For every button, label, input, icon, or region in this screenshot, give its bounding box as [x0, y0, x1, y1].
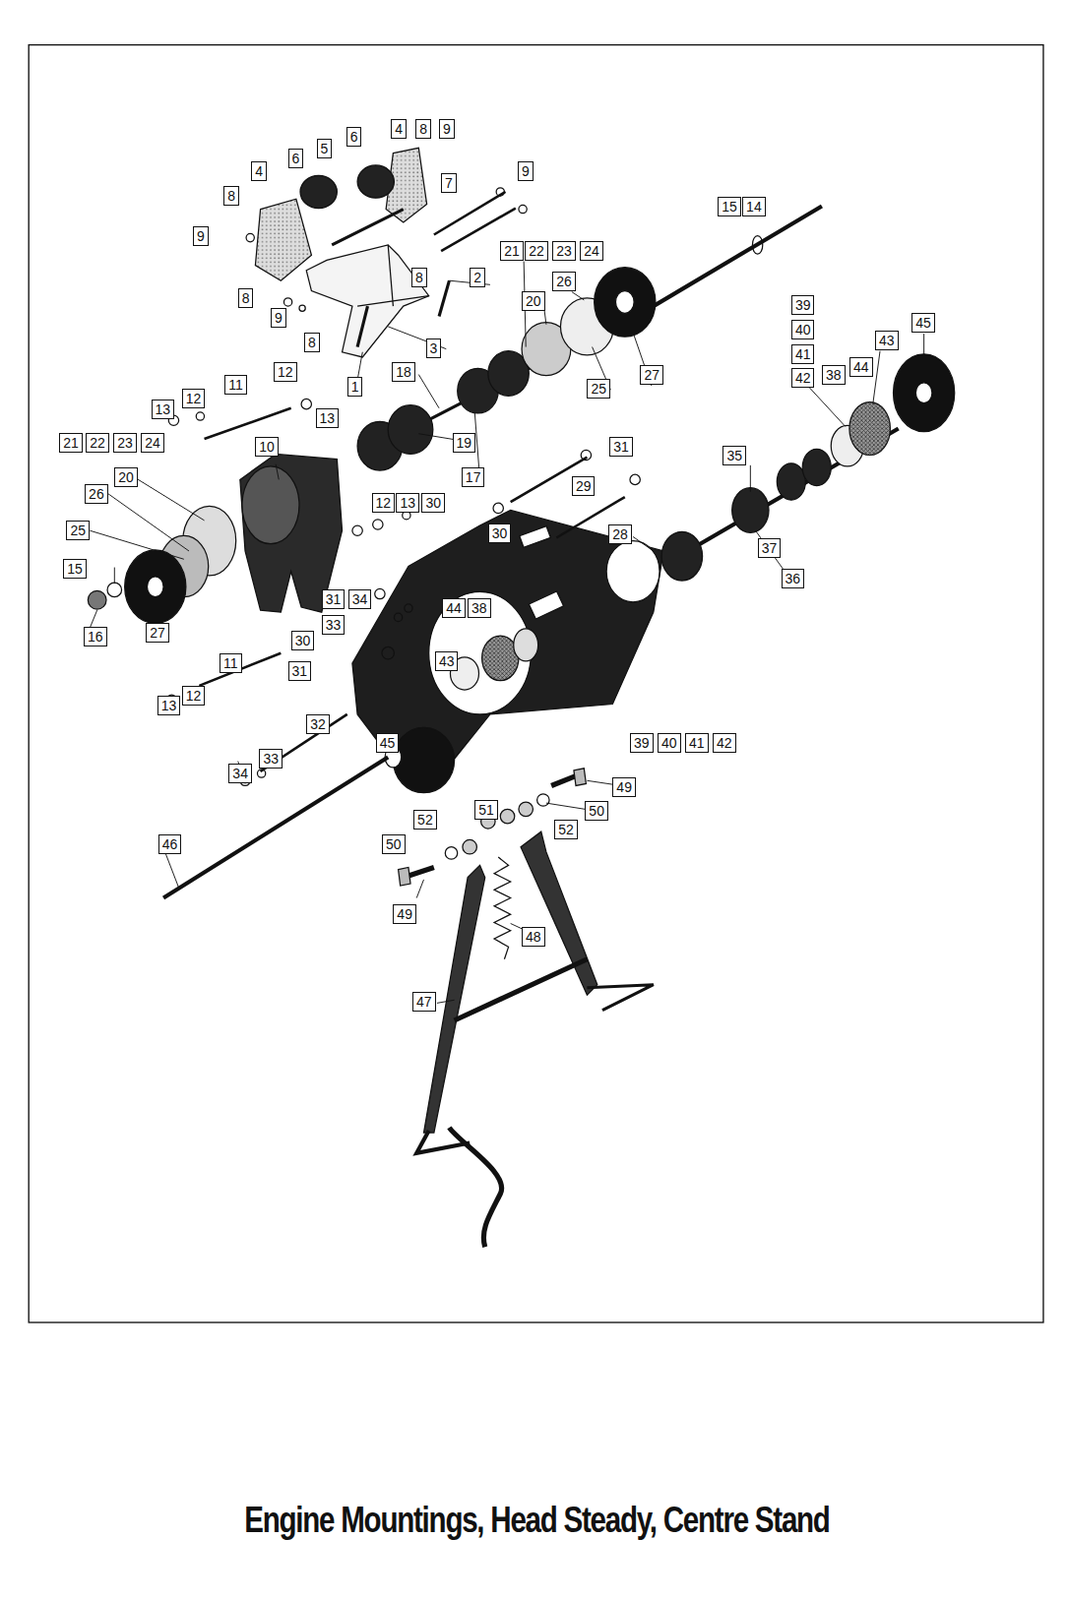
callout-number: 26: [84, 484, 109, 504]
callout-number: 22: [524, 241, 549, 261]
callout-number: 49: [392, 904, 417, 925]
callout-number: 38: [821, 365, 846, 385]
callout-number: 29: [571, 476, 596, 497]
callout-number: 42: [712, 733, 737, 754]
callout-number: 16: [83, 627, 108, 647]
callout-number: 13: [151, 399, 176, 420]
callout-number: 39: [791, 295, 816, 315]
callout-number: 50: [381, 834, 406, 855]
callout-number: 19: [452, 433, 477, 453]
callout-number: 8: [223, 186, 240, 206]
callout-number: 12: [273, 362, 298, 382]
parts: [87, 147, 954, 1248]
callout-number: 13: [315, 408, 340, 429]
callout-number: 30: [488, 523, 512, 544]
callout-number: 12: [182, 388, 206, 409]
callout-number: 9: [270, 308, 287, 328]
callout-number: 52: [413, 810, 438, 830]
callout-number: 22: [85, 433, 110, 453]
callout-number: 15: [717, 196, 742, 217]
callout-number: 18: [391, 362, 416, 382]
callout-number: 21: [59, 433, 83, 453]
callout-number: 25: [586, 378, 611, 399]
callout-number: 37: [757, 538, 782, 559]
callout-number: 50: [584, 801, 609, 821]
callout-number: 52: [554, 819, 578, 840]
callout-number: 10: [254, 437, 279, 457]
callout-number: 13: [157, 695, 182, 716]
callout-number: 44: [849, 357, 874, 377]
callout-number: 32: [306, 714, 330, 735]
callout-number: 23: [552, 241, 576, 261]
callout-number: 21: [500, 241, 524, 261]
callout-number: 9: [439, 119, 455, 139]
callout-number: 20: [114, 467, 138, 488]
callout-number: 42: [791, 368, 816, 388]
callout-number: 35: [722, 445, 747, 466]
callout-number: 14: [742, 196, 766, 217]
callout-number: 33: [321, 615, 346, 635]
callout-number: 40: [657, 733, 682, 754]
callout-number: 11: [219, 653, 243, 674]
callout-number: 34: [228, 763, 252, 784]
callout-number: 31: [288, 661, 313, 682]
callout-number: 9: [192, 226, 209, 247]
callout-number: 46: [158, 834, 183, 855]
callout-number: 20: [521, 291, 546, 312]
callout-number: 5: [316, 138, 333, 159]
leader-lines: [87, 260, 924, 1004]
callout-number: 4: [251, 161, 267, 182]
callout-number: 51: [474, 800, 499, 820]
callout-number: 24: [140, 433, 165, 453]
callout-number: 43: [435, 651, 459, 672]
callout-number: 13: [395, 493, 420, 513]
callout-number: 48: [521, 927, 546, 947]
callout-number: 34: [348, 589, 373, 610]
callout-number: 17: [461, 467, 486, 488]
callout-number: 27: [639, 365, 664, 385]
callout-number: 38: [467, 598, 492, 619]
callout-number: 40: [791, 319, 816, 340]
callout-number: 12: [372, 493, 396, 513]
callout-number: 36: [781, 568, 806, 589]
callout-number: 23: [113, 433, 137, 453]
callout-number: 43: [875, 330, 899, 351]
callout-number: 24: [579, 241, 604, 261]
callout-number: 27: [145, 623, 170, 643]
callout-number: 4: [390, 119, 407, 139]
callout-number: 3: [426, 338, 442, 359]
callout-number: 2: [469, 267, 486, 288]
callout-number: 31: [321, 589, 346, 610]
callout-number: 1: [347, 376, 364, 397]
callout-number: 39: [629, 733, 654, 754]
callout-number: 45: [911, 313, 936, 333]
callout-number: 31: [609, 437, 633, 457]
callout-number: 45: [376, 733, 400, 754]
callout-number: 11: [224, 375, 248, 395]
callout-number: 28: [608, 524, 632, 545]
callout-number: 47: [412, 992, 437, 1012]
callout-number: 6: [288, 148, 305, 169]
callout-number: 30: [291, 630, 315, 651]
callout-number: 12: [182, 686, 206, 706]
callout-number: 8: [304, 332, 320, 353]
frame: [28, 45, 1044, 1323]
callout-number: 44: [441, 598, 466, 619]
callout-number: 8: [238, 288, 254, 309]
callout-number: 49: [612, 777, 636, 798]
callout-number: 6: [346, 126, 363, 147]
callout-number: 33: [258, 749, 283, 769]
callout-number: 25: [65, 520, 90, 541]
callout-number: 26: [552, 271, 576, 292]
callout-number: 7: [440, 173, 457, 193]
callout-number: 15: [62, 559, 87, 579]
callout-number: 30: [421, 493, 445, 513]
callout-number: 41: [685, 733, 709, 754]
page-title: Engine Mountings, Head Steady, Centre St…: [244, 1500, 829, 1542]
callout-number: 41: [791, 344, 816, 365]
callout-number: 8: [415, 119, 432, 139]
callout-number: 8: [411, 267, 428, 288]
callout-number: 9: [517, 161, 534, 182]
